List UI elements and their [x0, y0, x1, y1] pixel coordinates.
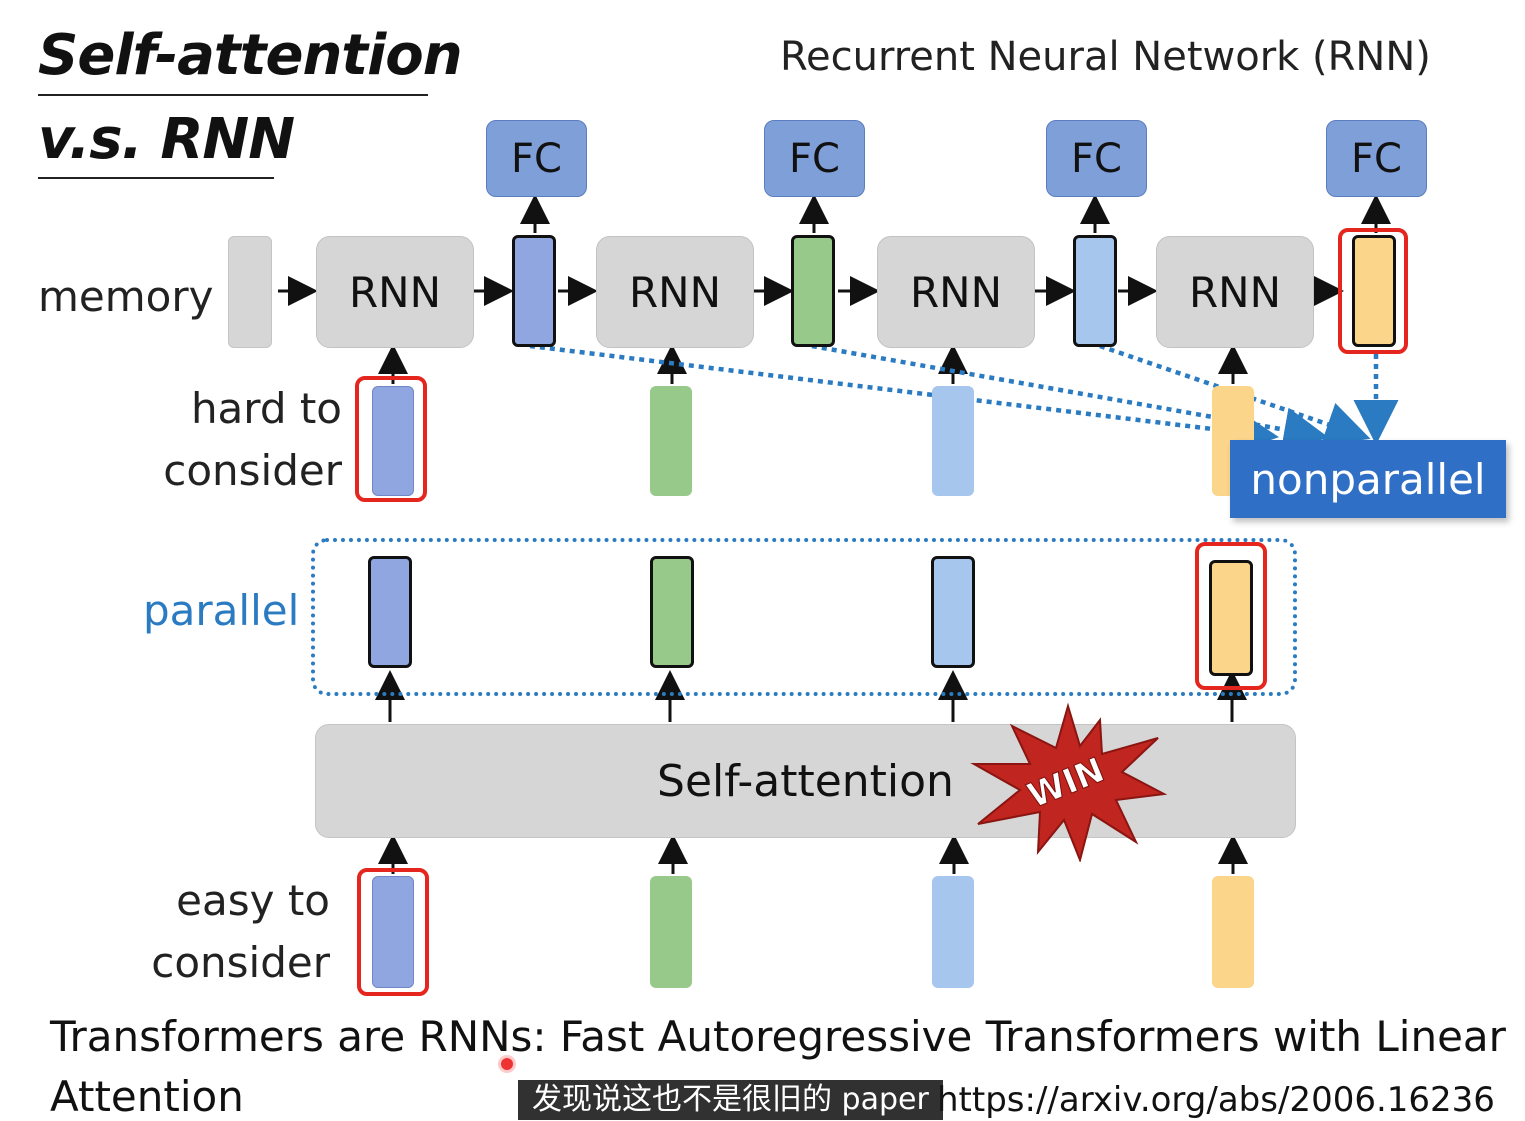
sa-input-1 — [372, 876, 414, 988]
hard-to-label-line1: hard to — [190, 384, 342, 433]
sa-input-2 — [650, 876, 692, 988]
sa-output-4-highlight — [1195, 542, 1267, 690]
title-underline-1 — [38, 94, 428, 96]
rnn-block-2: RNN — [596, 236, 754, 348]
parallel-label: parallel — [143, 586, 300, 635]
title-line-1: Self-attention — [38, 23, 463, 88]
memory-label: memory — [38, 272, 214, 321]
rnn-subtitle: Recurrent Neural Network (RNN) — [780, 34, 1431, 80]
title-underline-2 — [38, 177, 274, 179]
fc-block-1: FC — [486, 120, 587, 197]
hard-to-label-line2: consider — [163, 446, 342, 495]
sa-input-4 — [1212, 876, 1254, 988]
rnn-block-3: RNN — [877, 236, 1035, 348]
rnn-block-1: RNN — [316, 236, 474, 348]
easy-to-label-line2: consider — [151, 938, 330, 987]
sa-output-1 — [368, 556, 412, 668]
paper-title-line2: Attention — [50, 1072, 244, 1121]
sa-output-2 — [650, 556, 694, 668]
easy-to-label-line1: easy to — [176, 876, 330, 925]
rnn-block-4: RNN — [1156, 236, 1314, 348]
fc-block-4: FC — [1326, 120, 1427, 197]
rnn-hidden-3 — [1073, 235, 1117, 347]
win-burst-icon: WIN — [970, 702, 1168, 862]
rnn-hidden-4 — [1352, 235, 1396, 347]
parallel-dotted-box — [311, 538, 1297, 696]
cursor-pointer-icon — [501, 1058, 513, 1070]
rnn-input-1 — [372, 386, 414, 496]
sa-input-3 — [932, 876, 974, 988]
rnn-hidden-1 — [512, 235, 556, 347]
rnn-input-3 — [932, 386, 974, 496]
nonparallel-label: nonparallel — [1230, 440, 1506, 518]
paper-url-link[interactable]: https://arxiv.org/abs/2006.16236 — [937, 1080, 1495, 1120]
video-subtitle: 发现说这也不是很旧的 paper — [518, 1080, 943, 1120]
hard-to-consider-label: hard to consider — [120, 378, 342, 502]
fc-block-3: FC — [1046, 120, 1147, 197]
title-line-2: v.s. RNN — [38, 107, 295, 172]
rnn-input-2 — [650, 386, 692, 496]
sa-input-1-highlight — [357, 868, 429, 996]
paper-title-line1: Transformers are RNNs: Fast Autoregressi… — [50, 1012, 1506, 1061]
rnn-input-1-highlight — [355, 376, 427, 502]
rnn-hidden-4-highlight — [1338, 228, 1408, 354]
sa-output-3 — [931, 556, 975, 668]
rnn-hidden-2 — [791, 235, 835, 347]
fc-block-2: FC — [764, 120, 865, 197]
easy-to-consider-label: easy to consider — [108, 870, 330, 994]
initial-memory-block — [228, 236, 272, 348]
sa-output-4 — [1209, 560, 1253, 676]
